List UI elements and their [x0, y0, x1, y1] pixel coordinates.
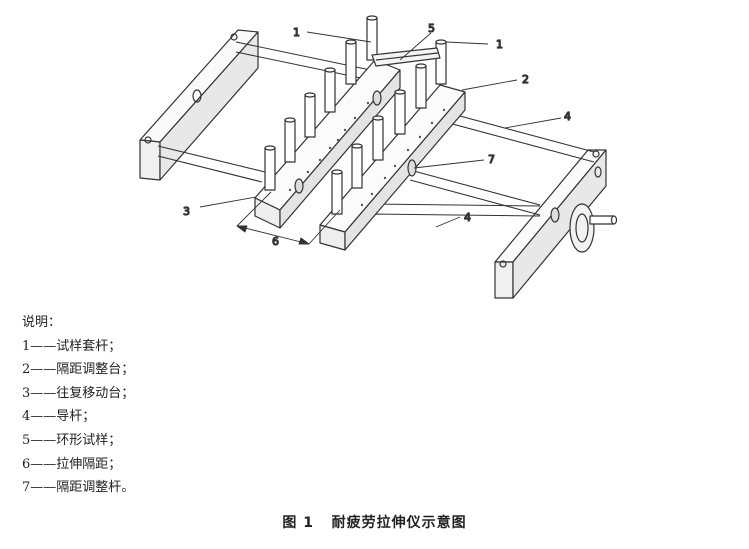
spacing-adjustment-platform	[319, 84, 466, 251]
figure-title: 耐疲劳拉伸仪示意图	[331, 515, 467, 531]
callout-5: 5	[428, 22, 435, 35]
callout-7: 7	[488, 153, 495, 166]
callout-1a: 1	[293, 26, 300, 39]
figure-number: 图 1	[282, 515, 314, 531]
legend-item: 1——试样套杆；	[22, 338, 122, 354]
figure-caption: 图 1 耐疲劳拉伸仪示意图	[0, 512, 749, 532]
sleeve-rod	[284, 117, 296, 163]
callout-1b: 1	[496, 38, 503, 51]
sleeve-rod	[264, 145, 276, 191]
callout-6: 6	[272, 235, 279, 248]
sleeve-rod	[372, 115, 384, 161]
sleeve-rod	[324, 67, 336, 113]
sleeve-rod	[351, 143, 363, 189]
sleeve-rod	[345, 39, 357, 85]
legend-item: 3——往复移动台；	[22, 385, 135, 401]
legend-title: 说明：	[22, 315, 62, 330]
sleeve-rod	[394, 89, 406, 135]
legend-item: 5——环形试样；	[22, 432, 122, 448]
callout-4b: 4	[464, 211, 471, 224]
legend-item: 2——隔距调整台；	[22, 362, 135, 378]
left-end-frame	[139, 29, 259, 181]
callout-4a: 4	[564, 110, 571, 123]
legend: 说明： 1——试样套杆； 2——隔距调整台； 3——往复移动台； 4——导杆； …	[22, 311, 134, 500]
spacing-adjustment-rod	[294, 90, 417, 194]
legend-item: 6——拉伸隔距；	[22, 456, 122, 472]
specimen-sleeve-rods	[264, 15, 447, 215]
spacing-dimension	[236, 191, 341, 245]
legend-item: 7——隔距调整杆。	[22, 480, 135, 496]
sleeve-rod	[435, 39, 447, 85]
sleeve-rod	[331, 169, 343, 215]
right-end-frame	[494, 149, 607, 299]
sleeve-rod	[304, 92, 316, 138]
ring-specimen	[371, 47, 441, 67]
callout-3: 3	[183, 205, 190, 218]
apparatus-diagram: 1 1 5 2 4 7 3 4 6	[139, 15, 618, 299]
sleeve-rod	[366, 15, 378, 61]
callout-2: 2	[522, 73, 529, 86]
handwheel	[550, 203, 618, 253]
leader-lines	[199, 31, 562, 228]
sleeve-rod	[415, 63, 427, 109]
legend-item: 4——导杆；	[22, 409, 96, 425]
